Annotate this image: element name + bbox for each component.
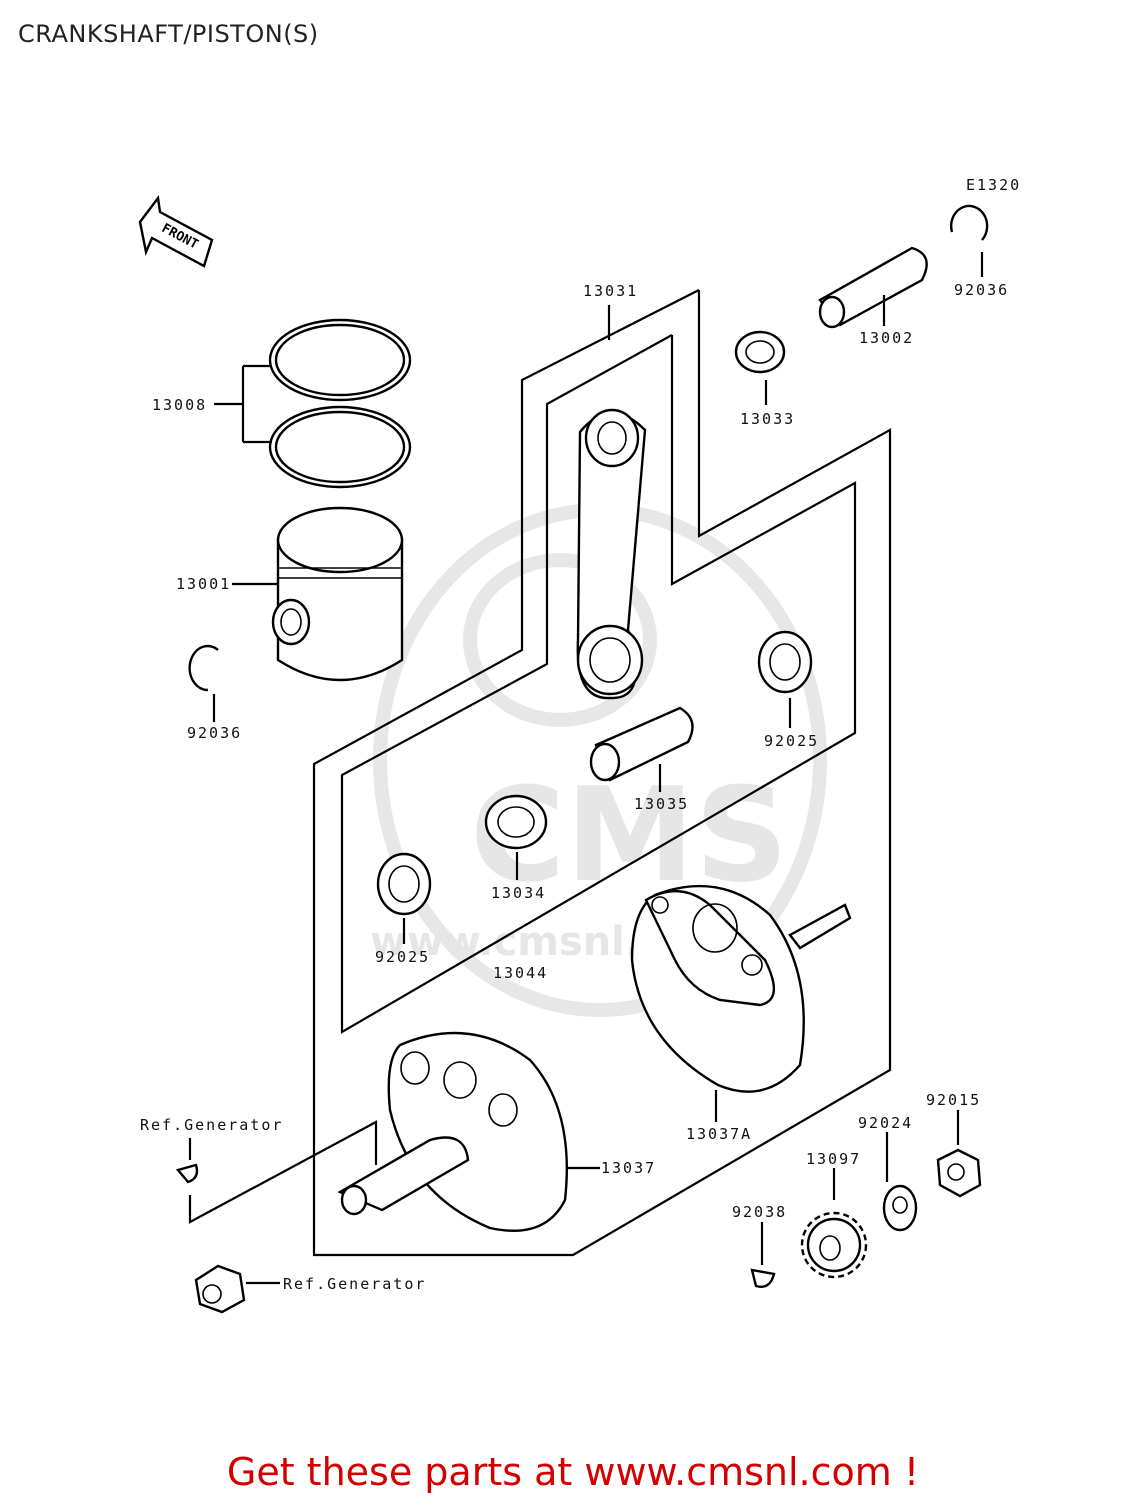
connecting-rod — [576, 408, 647, 700]
assembly-outline-outer — [312, 289, 892, 1257]
ref-generator-nut-label: Ref.Generator — [283, 1275, 426, 1293]
part-label-13097: 13097 — [806, 1150, 861, 1168]
piston-pin — [818, 246, 928, 329]
woodruff-key-generator — [175, 1120, 378, 1224]
part-label-92025-left: 92025 — [375, 948, 430, 966]
circlip-left — [188, 644, 219, 722]
part-label-92025-right: 92025 — [764, 732, 819, 750]
thrust-washer-right — [757, 630, 813, 728]
lock-washer — [882, 1132, 918, 1232]
part-label-13001: 13001 — [176, 575, 231, 593]
diagram-code: E1320 — [966, 176, 1021, 194]
piston — [232, 506, 404, 682]
part-label-13034: 13034 — [491, 884, 546, 902]
front-arrow-icon: FRONT — [138, 194, 214, 268]
part-label-13033: 13033 — [740, 410, 795, 428]
thrust-washer-left — [376, 852, 432, 944]
ref-generator-key-label: Ref.Generator — [140, 1116, 283, 1134]
woodruff-key — [750, 1222, 776, 1288]
crank-pin — [589, 706, 694, 792]
needle-bearing-big-end — [484, 794, 548, 880]
piston-rings — [214, 318, 412, 489]
generator-nut — [194, 1264, 280, 1314]
nut — [936, 1110, 982, 1198]
part-label-13008: 13008 — [152, 396, 207, 414]
needle-bearing-small-end — [734, 330, 786, 405]
part-label-13002: 13002 — [859, 329, 914, 347]
crank-flywheel-left — [337, 1031, 600, 1232]
part-label-13037: 13037 — [601, 1159, 656, 1177]
page-title: CRANKSHAFT/PISTON(S) — [18, 20, 319, 48]
part-label-13037A: 13037A — [686, 1125, 752, 1143]
part-label-92024: 92024 — [858, 1114, 913, 1132]
crank-flywheel-right — [630, 884, 852, 1122]
part-label-92015: 92015 — [926, 1091, 981, 1109]
assembly-outline-inner — [340, 334, 857, 1034]
part-label-92036-right: 92036 — [954, 281, 1009, 299]
crankshaft-gear — [800, 1168, 868, 1279]
part-label-92038: 92038 — [732, 1203, 787, 1221]
part-label-13031: 13031 — [583, 282, 638, 300]
part-label-92036-left: 92036 — [187, 724, 242, 742]
footer-link[interactable]: Get these parts at www.cmsnl.com ! — [226, 1450, 920, 1494]
part-label-13035: 13035 — [634, 795, 689, 813]
circlip-right — [949, 204, 989, 277]
part-label-13044: 13044 — [493, 964, 548, 982]
